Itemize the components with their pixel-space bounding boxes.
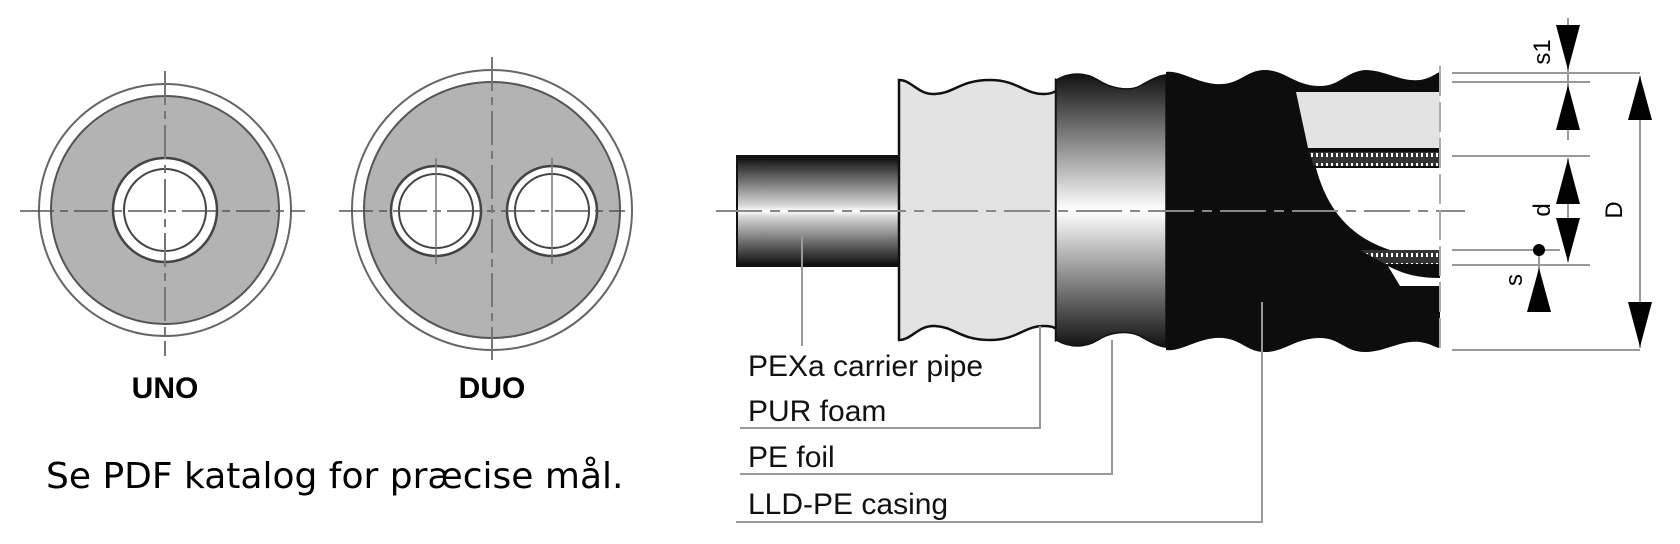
dot-s-icon [1533, 244, 1545, 256]
leader-lld-pe [736, 302, 1263, 523]
arrow-s1-up-icon [1556, 85, 1580, 130]
dim-label-D: D [1601, 201, 1628, 218]
arrow-D-up-icon [1628, 76, 1652, 120]
duo-cross-section: DUO [339, 57, 633, 405]
cutaway-pipe-bore [1316, 168, 1440, 250]
arrow-d-up-icon [1556, 159, 1580, 204]
cutaway-corrugated-pipe-top [1309, 152, 1440, 166]
duo-label: DUO [459, 372, 526, 405]
leader-pur-foam [740, 326, 1041, 429]
layer-label-pe-foil: PE foil [748, 441, 835, 474]
dim-label-d: d [1529, 203, 1556, 216]
layer-label-lld-pe: LLD-PE casing [748, 488, 948, 521]
dim-label-s1: s1 [1529, 39, 1556, 64]
dimension-arrows [1527, 25, 1652, 347]
cutaway-corrugated-pipe-bottom [1360, 250, 1440, 264]
arrow-d-down-icon [1556, 218, 1580, 262]
catalog-note: Se PDF katalog for præcise mål. [46, 456, 623, 497]
leader-lines [736, 236, 1263, 523]
layer-label-pur-foam: PUR foam [748, 395, 886, 428]
leader-pe-foil [740, 340, 1113, 475]
arrow-s1-down-icon [1556, 25, 1580, 70]
uno-label: UNO [132, 372, 199, 405]
pipe-longitudinal-view [716, 66, 1465, 352]
cutaway-foam [1296, 92, 1440, 148]
arrow-s-up-icon [1527, 268, 1551, 312]
uno-cross-section: UNO [20, 71, 305, 405]
dim-label-s: s [1501, 274, 1528, 286]
layer-label-pexa: PEXa carrier pipe [748, 350, 983, 383]
cutaway-gap [1388, 266, 1440, 286]
arrow-D-down-icon [1628, 302, 1652, 347]
